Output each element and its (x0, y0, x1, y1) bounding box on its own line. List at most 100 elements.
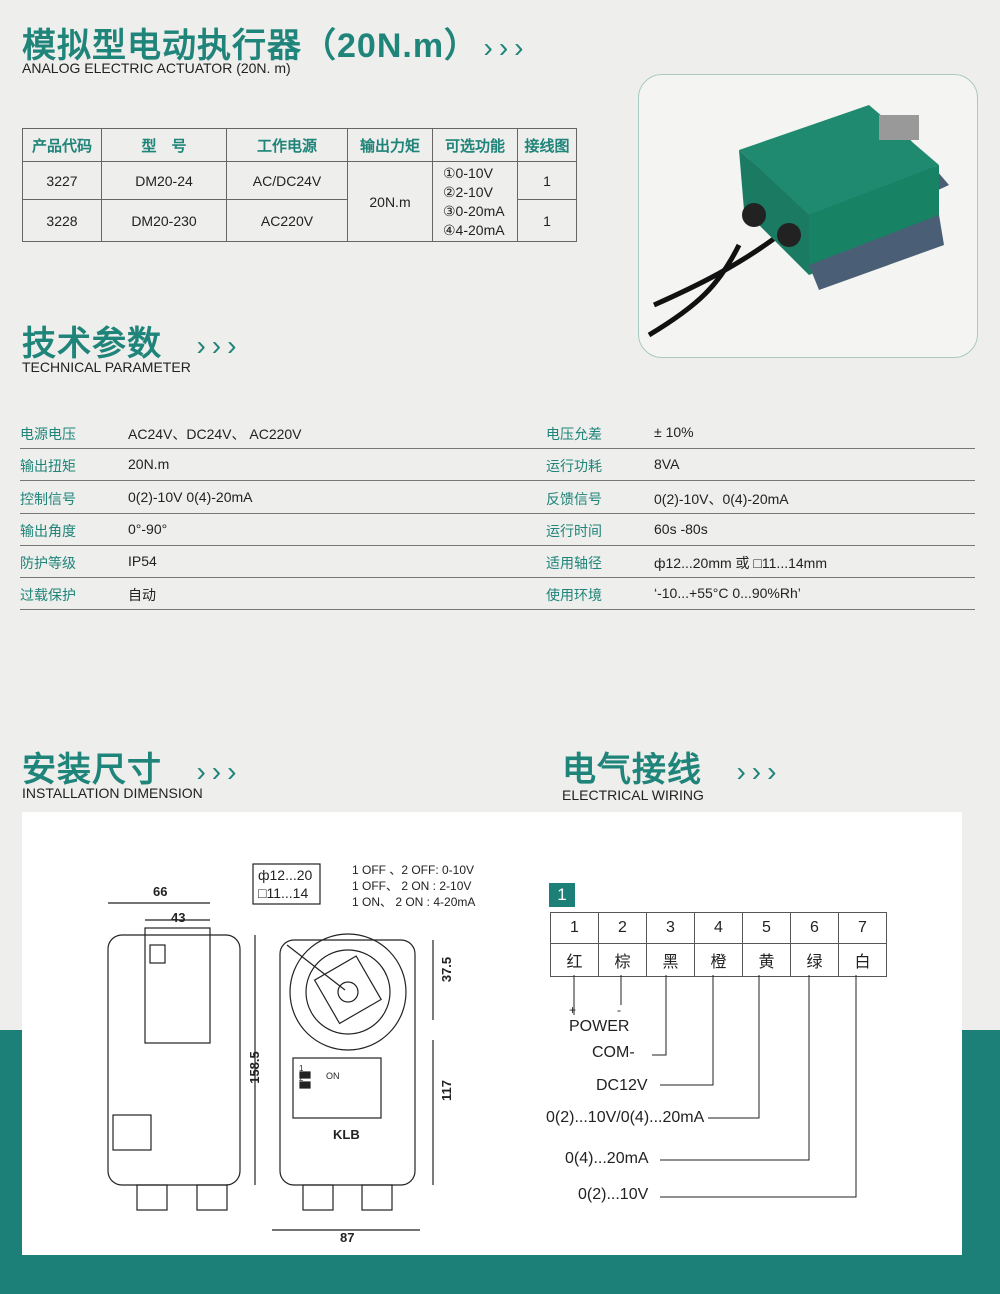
param-label: 过载保护 (20, 587, 76, 603)
cell: DM20-230 (101, 199, 227, 242)
param-label: 适用轴径 (546, 555, 602, 571)
th-power: 工作电源 (226, 128, 348, 162)
param-value: ‘-10...+55°C 0...90%Rh’ (654, 585, 801, 601)
dim-87: 87 (340, 1230, 355, 1245)
tech-title: 技术参数 ››› (22, 325, 243, 363)
param-label: 反馈信号 (546, 491, 602, 507)
param-row: 过载保护 自动 使用环境 ‘-10...+55°C 0...90%Rh’ (20, 577, 975, 610)
install-subtitle: INSTALLATION DIMENSION (22, 785, 203, 801)
wire-color: 橙 (694, 943, 743, 977)
th-code: 产品代码 (22, 128, 102, 162)
wire-color: 白 (838, 943, 887, 977)
fn: ④4-20mA (443, 221, 505, 238)
wiring-title-text: 电气接线 (562, 751, 702, 789)
param-row: 电源电压 AC24V、DC24V、 AC220V 电压允差 ± 10% (20, 416, 975, 449)
param-row: 防护等级 IP54 适用轴径 ф12...20mm 或 □11...14mm (20, 545, 975, 578)
param-value: ± 10% (654, 424, 694, 440)
terminal-number: 1 (550, 912, 599, 944)
wiring-title: 电气接线 ››› (562, 751, 783, 789)
param-value: 0(2)-10V、0(4)-20mA (654, 491, 789, 507)
sw1: 1 (299, 1064, 304, 1073)
wire-color: 黄 (742, 943, 791, 977)
install-title: 安装尺寸 ››› (22, 751, 243, 789)
param-row: 输出角度 0°-90° 运行时间 60s -80s (20, 513, 975, 546)
on-label: ON (326, 1071, 340, 1081)
param-label: 电压允差 (546, 426, 602, 442)
feedback-v-label: 0(2)...10V (578, 1186, 649, 1203)
cell: AC220V (226, 199, 348, 242)
wire-color: 绿 (790, 943, 839, 977)
param-row: 输出扭矩 20N.m 运行功耗 8VA (20, 448, 975, 481)
page-title: 模拟型电动执行器（20N.m） ››› (22, 18, 530, 67)
switch-notes: 1 OFF 、2 OFF: 0-10V 1 OFF、 2 ON : 2-10V 1 … (352, 862, 475, 910)
param-row: 控制信号 0(2)-10V 0(4)-20mA 反馈信号 0(2)-10V、0(… (20, 481, 975, 514)
param-label: 运行功耗 (546, 458, 602, 474)
dc-label: DC12V (596, 1077, 648, 1094)
param-label: 输出扭矩 (20, 458, 76, 474)
sw2: 2 (299, 1074, 304, 1083)
param-value: AC24V、DC24V、 AC220V (128, 426, 302, 442)
dim-66: 66 (153, 884, 168, 899)
param-value: ф12...20mm 或 □11...14mm (654, 555, 827, 571)
shaft-size: ф12...20 □11...14 (258, 866, 312, 902)
actuator-image (647, 105, 949, 338)
power-label: POWER (569, 1018, 630, 1035)
tech-subtitle: TECHNICAL PARAMETER (22, 359, 191, 375)
tech-title-text: 技术参数 (22, 325, 162, 363)
plus: + (569, 1003, 577, 1017)
terminal-number: 4 (694, 912, 743, 944)
minus: - (617, 1003, 621, 1017)
product-photo (638, 74, 978, 358)
param-label: 控制信号 (20, 491, 76, 507)
install-title-text: 安装尺寸 (22, 751, 162, 789)
param-value: 60s -80s (654, 521, 708, 537)
control-label: 0(2)...10V/0(4)...20mA (546, 1109, 705, 1126)
cell: 1 (517, 199, 577, 242)
diagram-panel (22, 812, 962, 1255)
brand-logo: KLB (333, 1127, 360, 1142)
param-value: 0°-90° (128, 521, 168, 537)
terminal-number: 5 (742, 912, 791, 944)
note: 1 OFF、 2 ON : 2-10V (352, 879, 472, 893)
th-model: 型 号 (101, 128, 227, 162)
param-value: 自动 (128, 587, 156, 603)
wiring-badge: 1 (549, 883, 575, 907)
param-value: 20N.m (128, 456, 170, 472)
functions-cell: ①0-10V ②2-10V ③0-20mA ④4-20mA (432, 161, 518, 242)
param-label: 防护等级 (20, 555, 76, 571)
title-text: 模拟型电动执行器（20N.m） (22, 27, 480, 65)
shaft-square: □11...14 (258, 885, 309, 901)
chevron-icon: ››› (483, 32, 530, 63)
feedback-ma-label: 0(4)...20mA (565, 1150, 649, 1167)
cell: 3227 (22, 161, 102, 200)
note: 1 OFF 、2 OFF: 0-10V (352, 863, 475, 877)
wiring-subtitle: ELECTRICAL WIRING (562, 787, 704, 803)
param-label: 使用环境 (546, 587, 602, 603)
shaft-round: ф12...20 (258, 867, 313, 883)
cell: 1 (517, 161, 577, 200)
terminal-number: 3 (646, 912, 695, 944)
wire-color: 红 (550, 943, 599, 977)
fn: ③0-20mA (443, 202, 505, 219)
cell: 3228 (22, 199, 102, 242)
wire-color: 棕 (598, 943, 647, 977)
cell: 20N.m (347, 161, 433, 242)
fn: ①0-10V (443, 164, 493, 181)
param-value: IP54 (128, 553, 157, 569)
param-label: 电源电压 (20, 426, 76, 442)
note: 1 ON、 2 ON : 4-20mA (352, 895, 476, 909)
com-label: COM- (592, 1044, 635, 1061)
param-value: 0(2)-10V 0(4)-20mA (128, 489, 253, 505)
fn: ②2-10V (443, 183, 493, 200)
th-wiring: 接线图 (517, 128, 577, 162)
page-subtitle: ANALOG ELECTRIC ACTUATOR (20N. m) (22, 60, 291, 76)
param-label: 运行时间 (546, 523, 602, 539)
cell: AC/DC24V (226, 161, 348, 200)
param-value: 8VA (654, 456, 680, 472)
dim-43: 43 (171, 910, 186, 925)
